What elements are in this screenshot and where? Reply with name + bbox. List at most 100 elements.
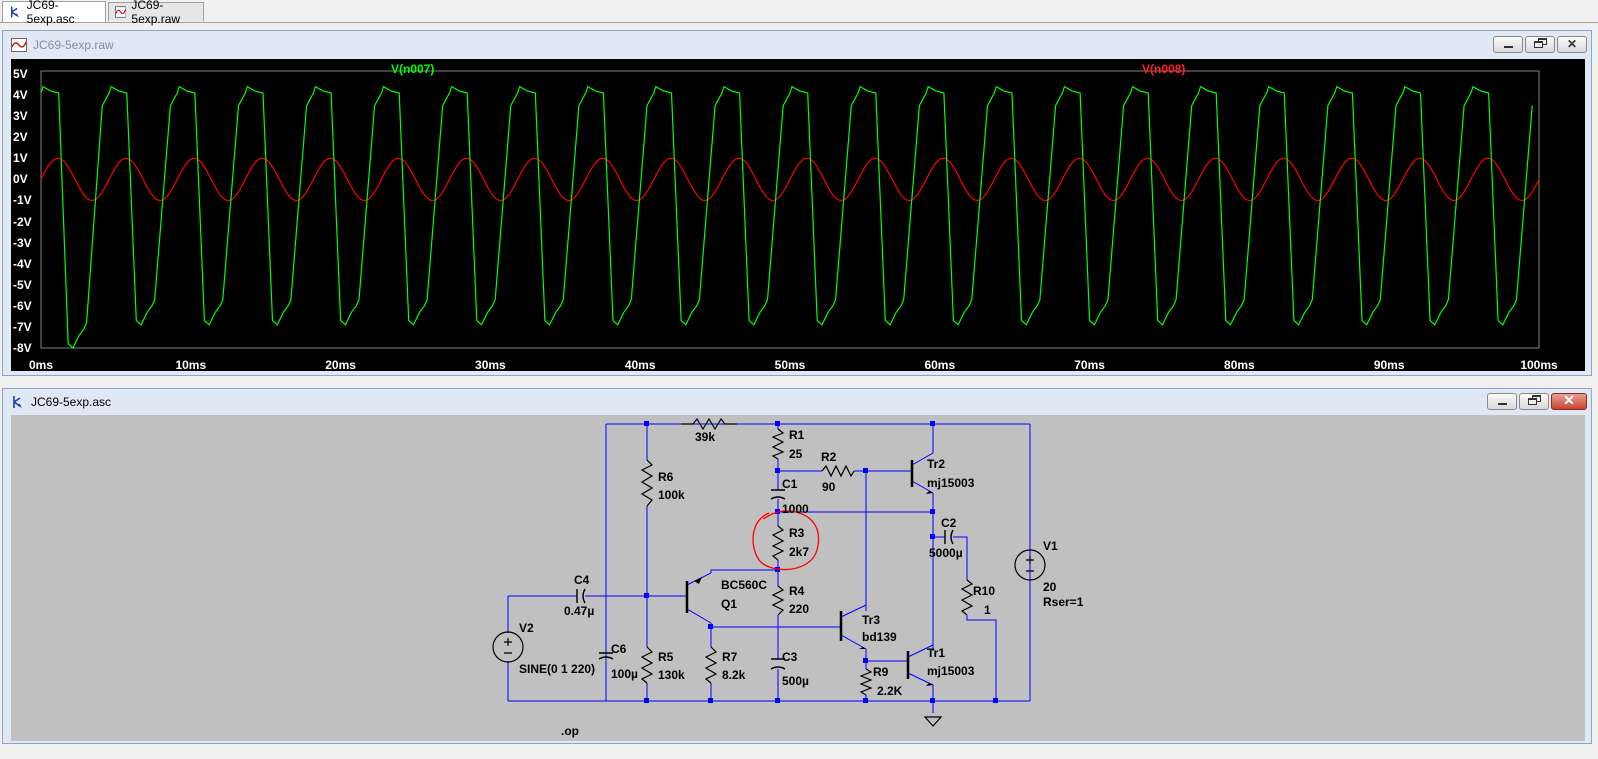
x-tick-label: 60ms [924, 358, 956, 372]
y-tick-label: 3V [13, 109, 28, 124]
waveform-window-titlebar[interactable]: JC69-5exp.raw [3, 31, 1591, 59]
r1-label: R1 [789, 428, 805, 442]
x-tick-label: 80ms [1224, 358, 1255, 372]
tab-waveform[interactable]: JC69-5exp.raw [108, 0, 204, 26]
x-tick-label: 100ms [1520, 358, 1558, 372]
y-tick-label: -3V [13, 235, 32, 250]
close-icon: ✕ [1563, 392, 1575, 408]
r7-label: R7 [722, 650, 738, 664]
tab-schematic[interactable]: JC69-5exp.asc [2, 0, 106, 26]
trace-v-n008 [40, 157, 1540, 202]
op-directive[interactable]: .op [561, 724, 579, 738]
c6-label: C6 [611, 642, 627, 656]
legend-v-n008[interactable]: V(n008) [1142, 62, 1186, 76]
y-tick-label: -2V [13, 214, 32, 229]
r2-label: R2 [821, 450, 837, 464]
r1-value: 25 [789, 447, 803, 461]
waveform-window: JC69-5exp.raw ✕ V(n007) V(n008) 5V 4V 3V 2V… [2, 30, 1592, 376]
x-tick-label: 30ms [475, 358, 506, 372]
tab-schematic-label: JC69-5exp.asc [26, 0, 75, 26]
y-tick-label: -6V [13, 298, 32, 313]
tr3-model: bd139 [862, 630, 897, 644]
r-39k-value: 39k [695, 430, 716, 444]
v2-label: V2 [519, 621, 534, 635]
r5-value: 130k [658, 668, 685, 682]
r7-value: 8.2k [722, 668, 746, 682]
document-tab-bar: JC69-5exp.asc JC69-5exp.raw [0, 0, 1598, 26]
r6-label: R6 [658, 470, 674, 484]
tr1-label: Tr1 [927, 646, 946, 660]
legend-v-n007[interactable]: V(n007) [391, 62, 435, 76]
r2-value: 90 [822, 480, 836, 494]
r10-label: R10 [973, 584, 996, 598]
r10-value: 1 [984, 603, 991, 617]
r4-label: R4 [789, 584, 805, 598]
minimize-button[interactable] [1487, 393, 1517, 410]
waveform-window-title: JC69-5exp.raw [33, 38, 114, 52]
x-tick-label: 90ms [1373, 358, 1405, 372]
waveform-plot[interactable]: V(n007) V(n008) 5V 4V 3V 2V 1V 0V -1V -2V -3V -4V… [11, 59, 1585, 371]
schematic-icon [13, 396, 22, 408]
plot-frame [40, 70, 1540, 349]
r6-value: 100k [658, 488, 685, 502]
waveform-icon [115, 6, 127, 18]
schematic-window: JC69-5exp.asc ✕ [2, 388, 1592, 744]
c1-value: 1000 [782, 502, 809, 516]
trace-v-n007 [40, 85, 1533, 349]
c4-value: 0.47µ [564, 604, 595, 618]
minimize-icon [1498, 403, 1507, 405]
schematic-icon [10, 6, 19, 18]
x-tick-label: 10ms [175, 358, 207, 372]
tab-waveform-label: JC69-5exp.raw [131, 0, 181, 26]
c2-label: C2 [941, 516, 957, 530]
minimize-button[interactable] [1493, 36, 1523, 53]
c3-value: 500µ [782, 674, 809, 688]
x-tick-label: 70ms [1074, 358, 1105, 372]
y-tick-label: 1V [13, 151, 28, 166]
close-button[interactable]: ✕ [1557, 36, 1587, 53]
x-tick-label: 0ms [28, 358, 54, 372]
schematic-window-titlebar[interactable]: JC69-5exp.asc [3, 389, 1591, 415]
v1-value: 20 [1043, 580, 1057, 594]
c3-label: C3 [782, 650, 798, 664]
tr2-model: mj15003 [927, 476, 975, 490]
y-tick-label: -4V [13, 256, 32, 271]
y-tick-label: -8V [13, 341, 32, 355]
close-button[interactable]: ✕ [1551, 392, 1587, 410]
r4-value: 220 [789, 602, 810, 616]
c4-label: C4 [574, 573, 590, 587]
y-tick-label: -7V [13, 319, 32, 334]
y-tick-label: 0V [13, 172, 28, 187]
x-tick-label: 20ms [325, 358, 356, 372]
v2-value: SINE(0 1 220) [519, 662, 596, 676]
waveform-icon [11, 38, 27, 52]
y-tick-label: 5V [13, 67, 28, 81]
restore-button[interactable] [1519, 393, 1549, 410]
tr2-label: Tr2 [927, 457, 946, 471]
r9-label: R9 [873, 665, 889, 679]
schematic-drawing [492, 417, 1046, 727]
waveform-traces [40, 70, 1540, 349]
x-tick-label: 50ms [774, 358, 806, 372]
restore-button[interactable] [1525, 36, 1555, 53]
tr1-model: mj15003 [927, 664, 975, 678]
y-tick-label: 4V [13, 88, 28, 103]
schematic-canvas[interactable]: 39k R1 25 R2 90 C1 1000 R3 2k7 R4 220 R6… [11, 415, 1585, 741]
tr3-label: Tr3 [862, 613, 881, 627]
y-tick-label: -1V [13, 193, 32, 208]
q1-model: BC560C [721, 578, 768, 592]
y-tick-label: -5V [13, 277, 32, 292]
c6-value: 100µ [611, 667, 638, 681]
schematic-window-title: JC69-5exp.asc [31, 395, 112, 409]
r3-value: 2k7 [789, 545, 810, 559]
y-tick-label: 2V [13, 130, 28, 145]
v1-label: V1 [1043, 539, 1058, 553]
r9-value: 2.2K [877, 684, 903, 698]
close-icon: ✕ [1566, 37, 1578, 51]
c2-value: 5000µ [929, 546, 963, 560]
v1-rser: Rser=1 [1043, 595, 1084, 609]
q1-label: Q1 [721, 597, 738, 611]
r3-label: R3 [789, 526, 805, 540]
c1-label: C1 [782, 477, 798, 491]
r3-highlight-circle [752, 510, 820, 571]
